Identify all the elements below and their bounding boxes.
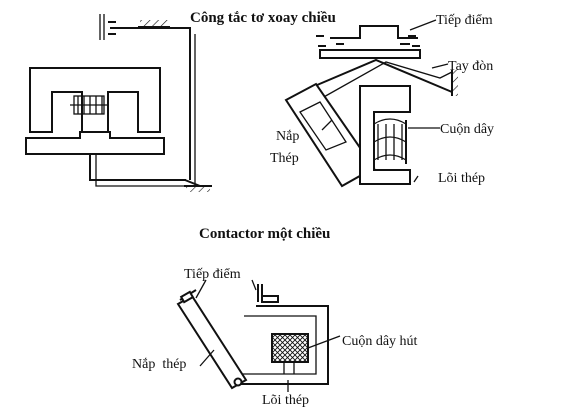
dc-label-core: Lõi thép [262, 393, 309, 408]
dc-contactor-title: Contactor một chiều [199, 226, 330, 242]
ac-label-cover-material: Thép [270, 151, 299, 166]
dc-label-cover: Nắp thép [132, 357, 186, 372]
ac-label-lever: Tay đòn [448, 59, 493, 74]
dc-contactor-figure [176, 279, 341, 392]
ac-contactor-title: Công tắc tơ xoay chiều [190, 10, 336, 26]
dc-label-contact: Tiếp điểm [184, 267, 241, 282]
dc-label-coil: Cuộn dây hút [342, 334, 418, 349]
ac-contactor-lever-figure [284, 19, 458, 188]
ac-label-contact: Tiếp điểm [436, 13, 493, 28]
ac-label-cover: Nắp [276, 129, 299, 144]
ac-contactor-linear-figure [25, 14, 212, 192]
ac-label-coil: Cuộn dây [440, 122, 494, 137]
ac-label-core: Lõi thép [438, 171, 485, 186]
